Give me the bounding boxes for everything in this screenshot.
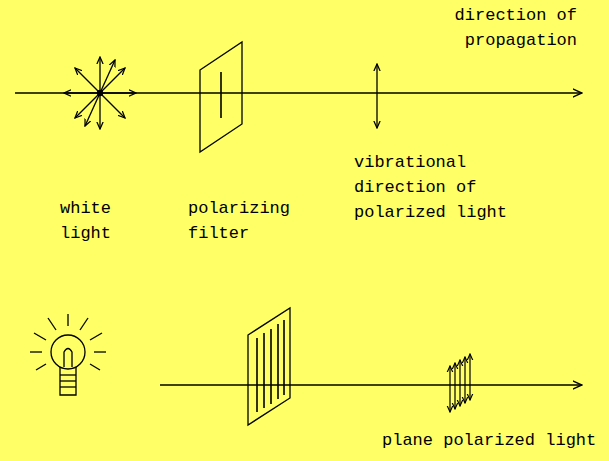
bulb-filament	[64, 349, 72, 368]
light-ray	[94, 351, 106, 352]
vibration-arrow	[449, 366, 450, 412]
light-ray	[30, 351, 42, 352]
light-bulb	[30, 314, 106, 395]
bulb-thread	[60, 374, 76, 375]
vibration-arrow	[469, 354, 470, 400]
filter-slit	[277, 324, 279, 399]
light-ray	[67, 314, 68, 326]
vibration-arrow	[64, 92, 100, 93]
unpolarized-vibrations	[64, 57, 136, 129]
light-ray	[90, 364, 100, 370]
vibration-arrow	[376, 64, 377, 128]
vibration-arrow	[454, 363, 455, 409]
propagation-line	[160, 384, 582, 385]
filter-slit	[220, 72, 222, 118]
vibration-arrow	[75, 68, 100, 93]
filter-slits	[257, 320, 284, 412]
polarizing-filter	[248, 308, 290, 425]
light-ray	[48, 318, 56, 330]
vibration-arrow	[100, 92, 136, 93]
vibration-arrow	[75, 93, 100, 118]
light-ray	[80, 318, 88, 330]
vibration-arrow	[85, 93, 100, 126]
axis-label: direction of propagation	[440, 3, 577, 53]
part-label: vibrational direction of polarized light	[354, 150, 519, 225]
light-ray	[36, 364, 46, 370]
vibration-arrow	[99, 57, 100, 93]
vibration-arrow	[464, 357, 465, 403]
vibration-arrow	[99, 93, 100, 129]
filter-slit	[256, 338, 258, 412]
polarizing-filter	[200, 42, 242, 152]
filter-slit	[263, 333, 265, 408]
filter-slit	[283, 320, 285, 395]
part-label: plane polarized light	[382, 428, 604, 453]
filter-slit	[270, 329, 272, 404]
light-ray	[90, 333, 102, 340]
vibration-arrow	[100, 93, 125, 118]
vibration-arrow	[459, 360, 460, 406]
light-ray	[34, 333, 46, 340]
polarized-vibrations	[450, 354, 470, 412]
bulb-base	[60, 367, 76, 395]
vibration-arrow	[100, 68, 125, 93]
bulb-thread	[60, 380, 76, 381]
origin-dot	[98, 91, 103, 96]
part-label: polarizing filter	[188, 196, 302, 246]
bulb-glass	[51, 335, 85, 369]
part-label: white light	[60, 196, 122, 246]
vibration-arrow	[100, 60, 115, 93]
bulb-thread	[60, 386, 76, 387]
